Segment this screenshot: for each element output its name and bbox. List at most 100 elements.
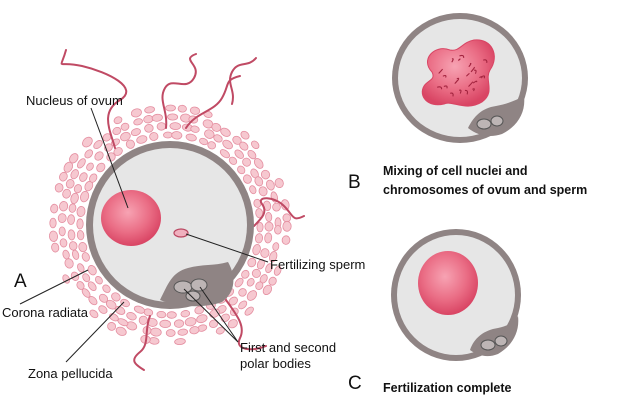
corona-cell <box>130 108 142 118</box>
corona-cell <box>241 269 250 279</box>
corona-cell <box>256 222 264 233</box>
corona-cell <box>244 306 254 316</box>
corona-cell <box>93 139 103 150</box>
label-nucleus-of-ovum: Nucleus of ovum <box>26 93 123 108</box>
corona-cell <box>76 218 84 230</box>
corona-cell <box>222 139 233 150</box>
corona-cell <box>258 186 268 197</box>
label-fertilizing-sperm: Fertilizing sperm <box>270 257 366 272</box>
corona-cell <box>59 238 68 248</box>
corona-cell <box>251 140 260 150</box>
corona-cell <box>238 288 247 297</box>
corona-cell <box>174 338 186 346</box>
corona-cell <box>57 213 67 223</box>
corona-cell <box>255 208 264 219</box>
panel-c-polar-body-2 <box>494 335 508 347</box>
corona-cell <box>185 133 197 142</box>
corona-cell <box>165 104 176 112</box>
corona-cell <box>80 190 90 203</box>
corona-cell <box>240 130 250 140</box>
corona-cell <box>227 319 238 329</box>
corona-cell <box>242 174 252 184</box>
corona-cell <box>246 278 255 287</box>
corona-cell <box>167 113 179 121</box>
corona-cell <box>48 230 59 242</box>
chromosome <box>438 68 443 74</box>
corona-cell <box>51 242 60 253</box>
corona-cell <box>151 113 163 122</box>
panel-b-chromosomes <box>436 54 488 97</box>
panel-a-letter: A <box>14 271 27 292</box>
corona-cell <box>120 131 131 142</box>
corona-cell <box>207 141 217 150</box>
corona-cell <box>260 248 270 258</box>
corona-cell <box>234 277 244 288</box>
corona-cell <box>111 292 121 302</box>
corona-cell <box>50 203 59 214</box>
corona-cell <box>84 149 94 159</box>
corona-cell <box>177 104 187 113</box>
corona-cell <box>156 122 167 131</box>
corona-cell <box>274 178 284 189</box>
fertilizing-sperm-head <box>173 228 189 238</box>
panel-b-polar-body-1 <box>476 118 492 130</box>
corona-cell <box>138 315 148 325</box>
leader-polar-1 <box>183 288 239 343</box>
sperm-tail-top-center <box>161 53 197 129</box>
corona-cell <box>247 257 257 268</box>
corona-cell <box>166 311 177 319</box>
corona-cell <box>76 230 85 241</box>
chromosome <box>468 62 472 67</box>
corona-cell <box>274 225 282 235</box>
corona-cell <box>87 281 97 292</box>
chromosome <box>458 58 461 61</box>
corona-cell <box>77 263 85 273</box>
corona-cell <box>254 233 264 244</box>
corona-cell <box>215 326 225 335</box>
panel-b-ovum <box>392 13 528 143</box>
chromosome <box>451 58 454 63</box>
corona-cell <box>102 284 111 293</box>
panel-c-polar-body-1 <box>480 339 496 351</box>
corona-cell <box>62 188 71 199</box>
corona-cell <box>196 314 208 324</box>
corona-cell <box>94 276 103 285</box>
corona-cell <box>136 135 148 144</box>
corona-cell <box>219 149 230 159</box>
corona-cell <box>98 305 108 314</box>
chromosome <box>472 88 475 92</box>
leader-polar-2 <box>199 286 239 343</box>
corona-cell <box>165 329 176 337</box>
corona-cell <box>76 206 86 217</box>
corona-cell <box>94 151 104 161</box>
chromosome <box>472 80 478 84</box>
corona-cell <box>237 165 246 175</box>
corona-cell <box>133 305 146 314</box>
corona-cell <box>264 221 274 232</box>
chromosome <box>456 77 460 81</box>
corona-cell <box>113 147 123 156</box>
chromosome <box>442 74 447 78</box>
corona-cell <box>76 281 85 290</box>
corona-cell <box>272 202 281 212</box>
corona-cell <box>189 106 201 115</box>
panel-b-caption-line2: chromosomes of ovum and sperm <box>383 183 588 197</box>
corona-cell <box>98 293 109 303</box>
corona-cell <box>89 173 98 183</box>
corona-cell <box>59 201 69 212</box>
corona-cell <box>82 273 91 283</box>
panel-a-ovum <box>48 49 305 371</box>
corona-cell <box>281 235 291 245</box>
corona-cell <box>180 310 191 318</box>
corona-cell <box>107 322 117 331</box>
corona-radiata-cells <box>48 104 292 346</box>
corona-cell <box>58 226 66 237</box>
corona-cell <box>282 220 292 232</box>
corona-cell <box>126 312 137 321</box>
corona-cell <box>112 126 122 136</box>
corona-cell <box>268 276 277 286</box>
sperm-tail-bottom-left <box>133 315 151 371</box>
panel-b-polar-body-2 <box>490 115 504 127</box>
corona-cell <box>265 263 273 274</box>
